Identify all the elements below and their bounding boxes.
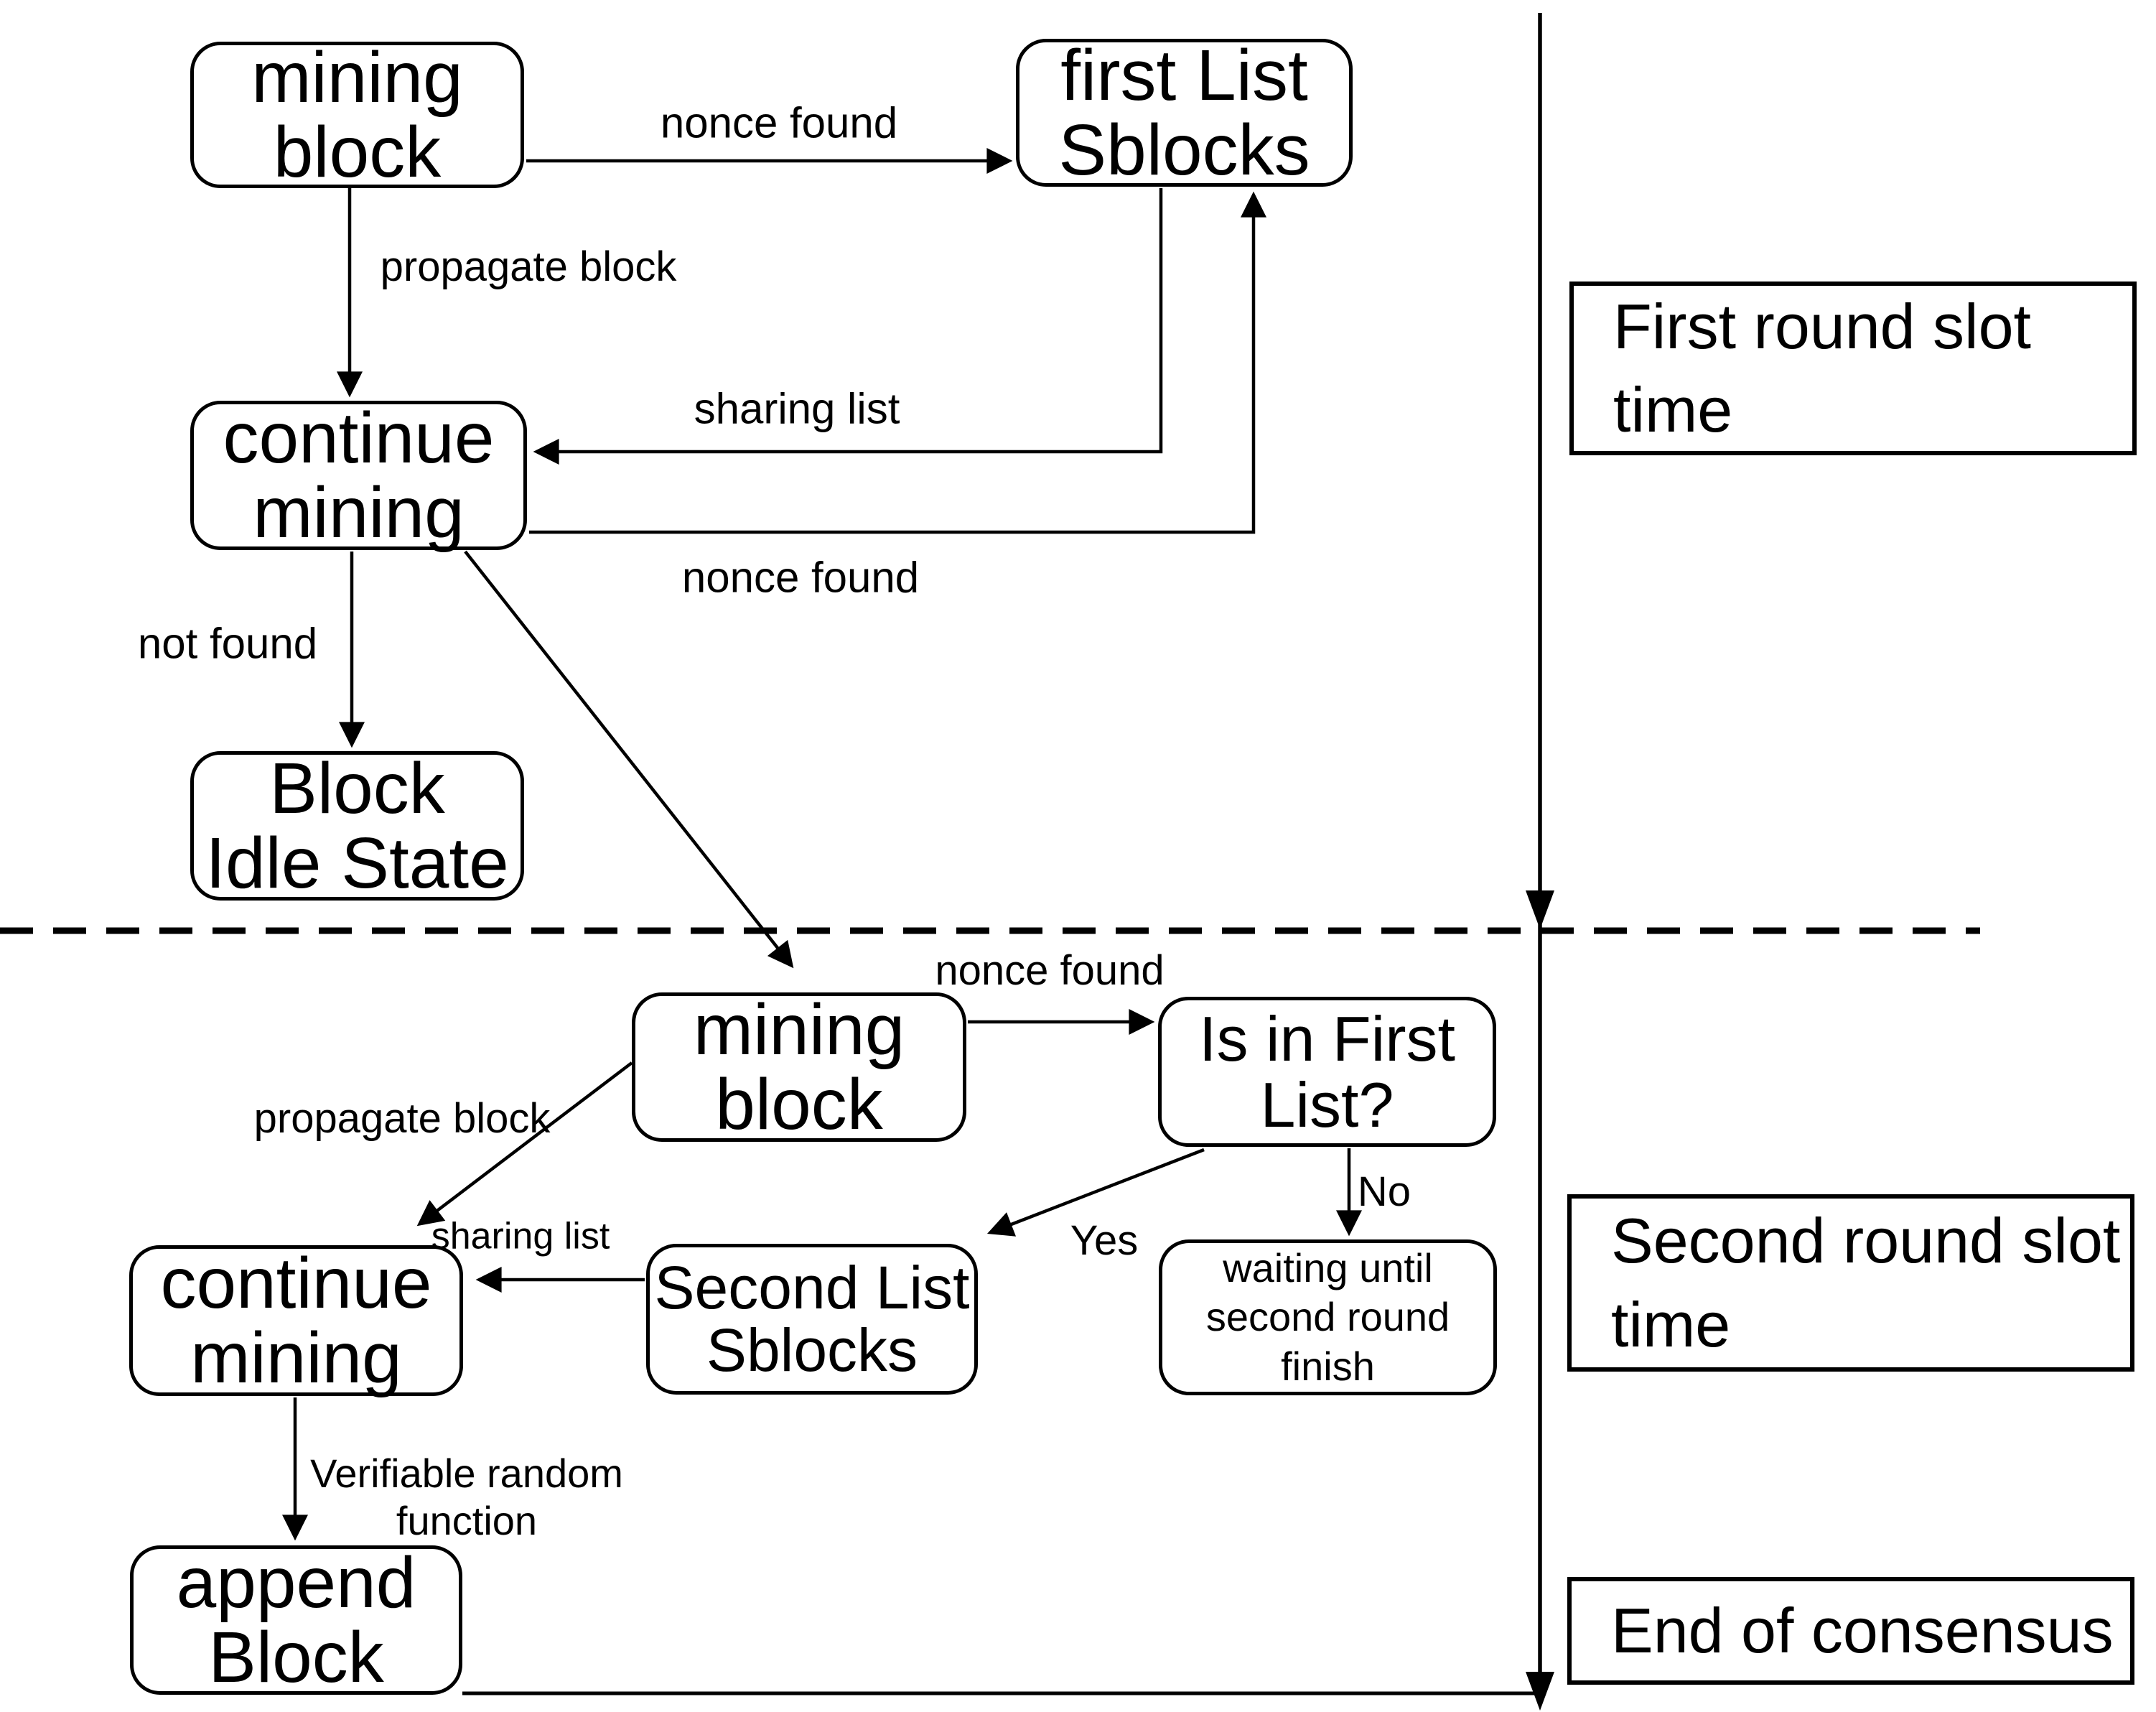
label-not-found: not found bbox=[137, 619, 318, 668]
arrow-to-second-round bbox=[464, 550, 794, 969]
label-nonce-found-return-r1: nonce found bbox=[681, 553, 920, 602]
phase-end-of-consensus: End of consensus bbox=[1567, 1577, 2134, 1685]
node-mining-block-r1: mining block bbox=[190, 40, 524, 190]
node-mining-block-r2: mining block bbox=[632, 992, 966, 1142]
label-sharing-list-r2: sharing list bbox=[431, 1215, 610, 1257]
label-nonce-found-r2: nonce found bbox=[935, 946, 1165, 994]
node-first-list-sblocks: first List Sblocks bbox=[1016, 38, 1353, 187]
node-second-list-sblocks: Second List Sblocks bbox=[646, 1244, 978, 1395]
label-verifiable-random-function: Verifiable random function bbox=[310, 1450, 623, 1543]
node-is-in-first-list: Is in First List? bbox=[1158, 997, 1496, 1147]
label-nonce-found-r1: nonce found bbox=[660, 98, 898, 147]
phase-first-round-slot-time: First round slot time bbox=[1569, 282, 2137, 455]
arrow-propagate-block-r2 bbox=[416, 1061, 633, 1227]
arrow-yes bbox=[986, 1148, 1205, 1237]
node-continue-mining-r1: continue mining bbox=[190, 401, 527, 550]
label-propagate-block-r1: propagate block bbox=[380, 243, 677, 290]
label-propagate-block-r2: propagate block bbox=[253, 1094, 551, 1142]
node-append-block: append Block bbox=[130, 1545, 462, 1695]
phase-second-round-slot-time: Second round slot time bbox=[1567, 1194, 2134, 1372]
label-sharing-list-r1: sharing list bbox=[694, 384, 900, 433]
node-waiting-until-second-round: waiting until second round finish bbox=[1159, 1239, 1497, 1395]
timeline-arrowhead-bottom bbox=[1526, 1672, 1554, 1711]
node-continue-mining-r2: continue mining bbox=[129, 1245, 463, 1396]
node-block-idle-state: Block Idle State bbox=[190, 751, 524, 901]
arrow-nonce-found-return-r1 bbox=[529, 191, 1266, 534]
timeline-arrowhead-mid bbox=[1526, 890, 1554, 929]
label-yes: Yes bbox=[1070, 1216, 1139, 1264]
arrow-sharing-list-r1 bbox=[533, 188, 1163, 465]
label-no: No bbox=[1357, 1168, 1411, 1215]
